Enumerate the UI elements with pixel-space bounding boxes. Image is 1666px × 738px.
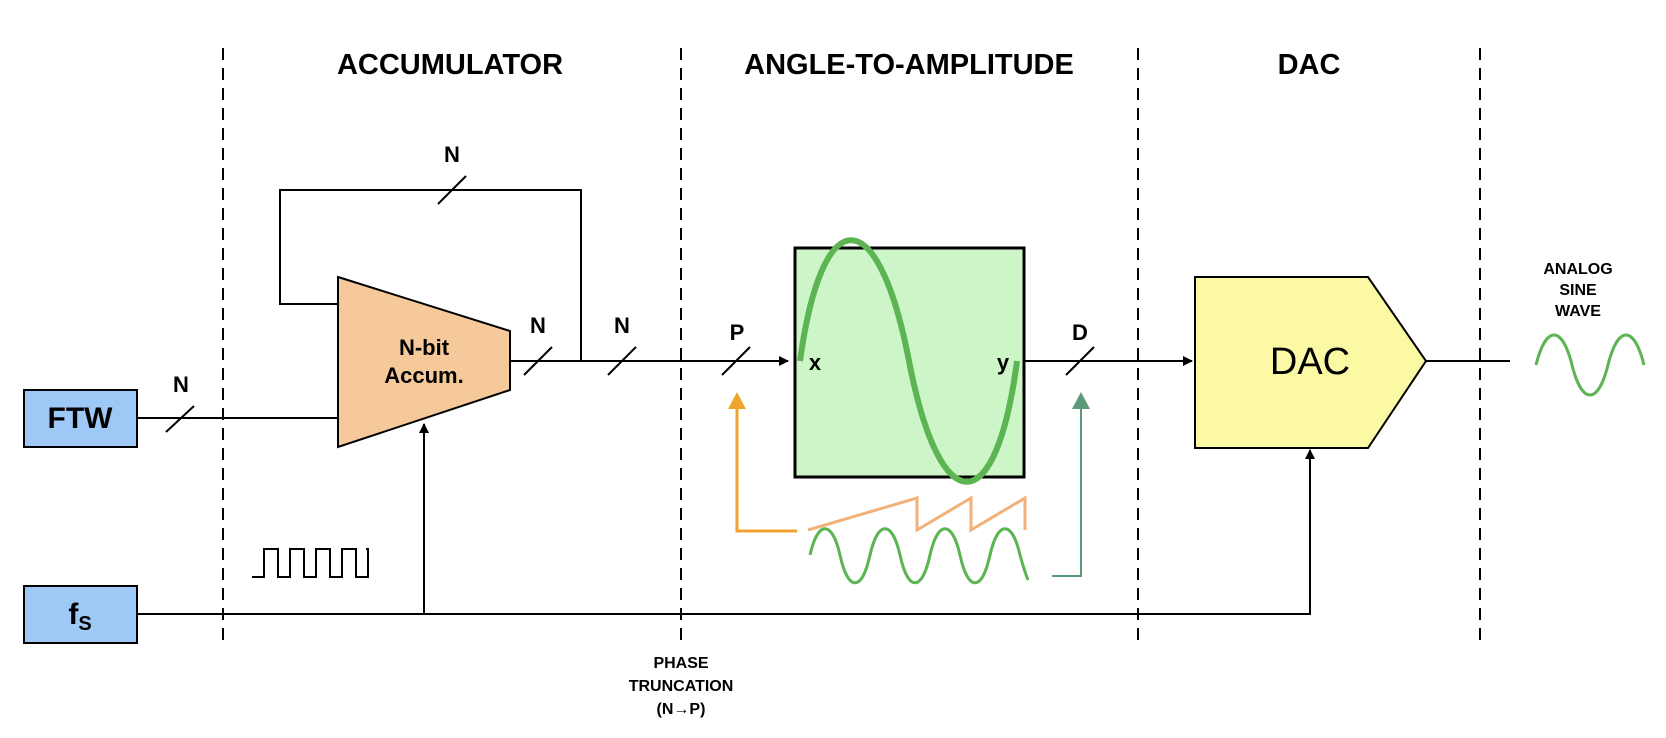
accumulator-label-line2: Accum. (384, 363, 463, 388)
analog-output-sine-glyph (1534, 333, 1646, 397)
analog-output-label-line1: ANALOG (1543, 261, 1612, 278)
lut-output-port-y: y (997, 350, 1010, 375)
bus-label-amplitude: D (1072, 320, 1088, 345)
phase-truncation-label-line1: PHASE (653, 655, 708, 672)
phase-truncation-label-line3: (N→P) (657, 701, 706, 718)
lut-sine-curve (797, 237, 1020, 485)
sawtooth-indicator-arrowhead (728, 392, 746, 409)
sine-indicator-arrow (1052, 406, 1082, 577)
sine-indicator-arrowhead (1072, 392, 1090, 409)
clock-square-wave-glyph (252, 548, 369, 578)
fs-label: fS (68, 598, 91, 635)
analog-output-label-line3: WAVE (1555, 303, 1601, 320)
amplitude-bus-slash (1065, 346, 1095, 376)
phase-truncation-label-line2: TRUNCATION (629, 678, 734, 695)
section-title-accumulator: ACCUMULATOR (337, 49, 563, 81)
sawtooth-phase-waveform (807, 495, 1027, 533)
ftw-input-box: FTW (23, 389, 138, 448)
accumulator-block: N-bit Accum. (337, 275, 511, 449)
fs-input-box: fS (23, 585, 138, 644)
clock-wire (137, 458, 1311, 615)
ftw-label: FTW (48, 402, 114, 435)
sine-amplitude-waveform (808, 527, 1030, 585)
bus-label-feedback: N (444, 142, 460, 167)
phase-bus-slash (721, 346, 751, 376)
section-title-dac: DAC (1278, 49, 1341, 81)
feedback-loop-wire (279, 189, 582, 361)
analog-output-label-line2: SINE (1559, 282, 1597, 299)
feedback-bus-slash (437, 175, 467, 205)
bus-label-ftw-in: N (173, 372, 189, 397)
accum-out-bus-slash (523, 346, 553, 376)
lut-input-port-x: x (809, 350, 822, 375)
bus-label-post-accum: N (614, 313, 630, 338)
bus-label-accum-out: N (530, 313, 546, 338)
angle-to-amplitude-lut-block: x y (793, 237, 1026, 485)
accumulator-label-line1: N-bit (399, 335, 450, 360)
ftw-bus-slash (165, 405, 195, 433)
dac-block: DAC (1194, 276, 1428, 449)
section-dividers (222, 48, 1481, 648)
dac-block-label: DAC (1270, 341, 1350, 383)
sawtooth-indicator-arrow (735, 406, 797, 533)
post-accum-bus-slash (607, 346, 637, 376)
bus-label-phase: P (730, 320, 745, 345)
section-title-angle-to-amplitude: ANGLE-TO-AMPLITUDE (744, 49, 1074, 81)
